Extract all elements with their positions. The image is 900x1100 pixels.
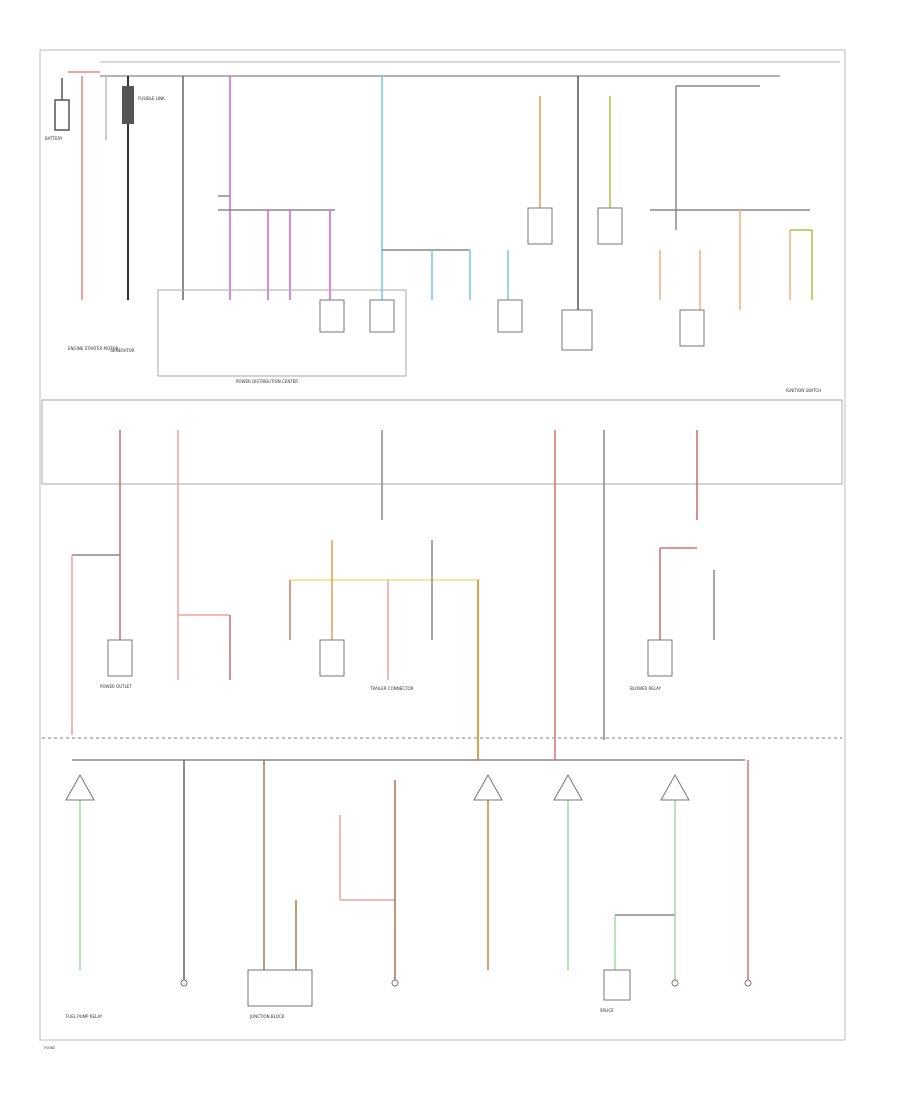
ignition-switch-label: IGNITION SWITCH [786,388,821,393]
battery-label: BATTERY [45,136,63,141]
top-labels: BATTERY FUSIBLE LINK GENERATOR POWER DIS… [45,96,821,393]
pdc-label: POWER DISTRIBUTION CENTER [236,379,298,384]
power-outlet-label: POWER OUTLET [100,684,132,689]
fuel-pump-relay-label: FUEL PUMP RELAY [66,1014,103,1019]
blower-relay-label: BLOWER RELAY [630,686,662,691]
bottom-components [65,773,752,1007]
bottom-section [42,737,842,980]
splice-label: SPLICE [600,1008,614,1013]
footer-code: F0082 [44,1046,55,1050]
fusible-link-symbol [122,86,134,124]
middle-components [107,639,673,677]
starter-label: ENGINE STARTER MOTOR [68,346,119,351]
top-components [41,207,843,485]
generator-label: GENERATOR [110,348,135,353]
trailer-connector-label: TRAILER CONNECTOR [369,686,414,691]
top-section [54,61,840,310]
middle-labels: POWER OUTLET TRAILER CONNECTOR BLOWER RE… [100,684,662,691]
middle-section [71,430,715,760]
fusible-link-label: FUSIBLE LINK [138,96,165,101]
bottom-labels: FUEL PUMP RELAY JUNCTION BLOCK SPLICE [66,1008,614,1019]
junction-block-label: JUNCTION BLOCK [249,1014,285,1019]
battery-symbol [54,99,70,131]
diagram-border [39,49,846,1041]
